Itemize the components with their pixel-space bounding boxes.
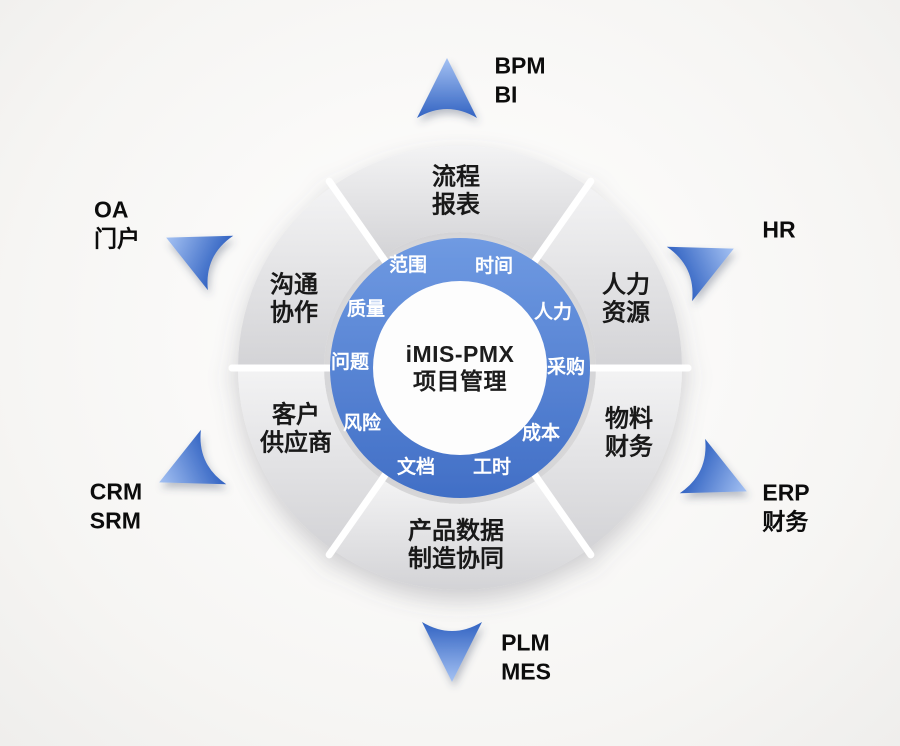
outer-segment-label-lower-left: 客户 供应商 — [260, 401, 332, 457]
segment-lower-left-shape — [238, 368, 382, 550]
outer-segment-label-upper-left: 沟通 协作 — [270, 271, 318, 327]
inner-label-procurement: 采购 — [546, 356, 586, 378]
segment-upper-left-shape — [238, 186, 382, 368]
outer-segment-label-top: 流程 报表 — [432, 163, 480, 219]
external-arrows — [159, 58, 747, 682]
inner-label-manpower: 人力 — [533, 301, 573, 323]
inner-label-time: 时间 — [474, 255, 514, 277]
segment-bottom-shape — [332, 479, 588, 590]
inner-label-risk: 风险 — [342, 412, 382, 434]
inner-label-issue: 问题 — [330, 351, 370, 373]
external-label-plm-mes: PLM MES — [501, 629, 551, 684]
wheel — [228, 146, 692, 590]
inner-label-cost: 成本 — [521, 422, 561, 444]
arrow-icon-lower-right — [679, 438, 747, 494]
external-label-hr: HR — [762, 216, 796, 243]
inner-label-scope: 范围 — [388, 254, 428, 276]
external-label-bpm-bi: BPM BI — [494, 52, 546, 107]
outer-segment-label-upper-right: 人力 资源 — [602, 271, 650, 327]
inner-label-work-hours: 工时 — [472, 456, 512, 478]
outer-segment-label-bottom: 产品数据 制造协同 — [408, 517, 504, 573]
segment-upper-right-shape — [538, 186, 682, 368]
inner-label-quality: 质量 — [346, 298, 386, 320]
segment-lower-right-shape — [538, 368, 682, 550]
arrow-icon-top — [417, 58, 477, 118]
segment-separators — [228, 177, 692, 559]
segment-top-shape — [332, 146, 588, 257]
arrow-icon-upper-right — [666, 246, 734, 302]
external-label-crm-srm: CRM SRM — [89, 478, 143, 533]
hub-title: iMIS-PMX 项目管理 — [405, 340, 515, 394]
external-label-oa: OA 门户 — [94, 196, 140, 251]
arrow-icon-upper-left — [166, 235, 234, 291]
outer-segment-label-lower-right: 物料 财务 — [605, 405, 653, 461]
inner-label-document: 文档 — [396, 456, 436, 478]
arrow-icon-lower-left — [159, 429, 227, 485]
hub-circle-shape — [373, 281, 547, 455]
arrow-icon-bottom — [422, 622, 482, 682]
external-label-erp: ERP 财务 — [762, 479, 810, 534]
